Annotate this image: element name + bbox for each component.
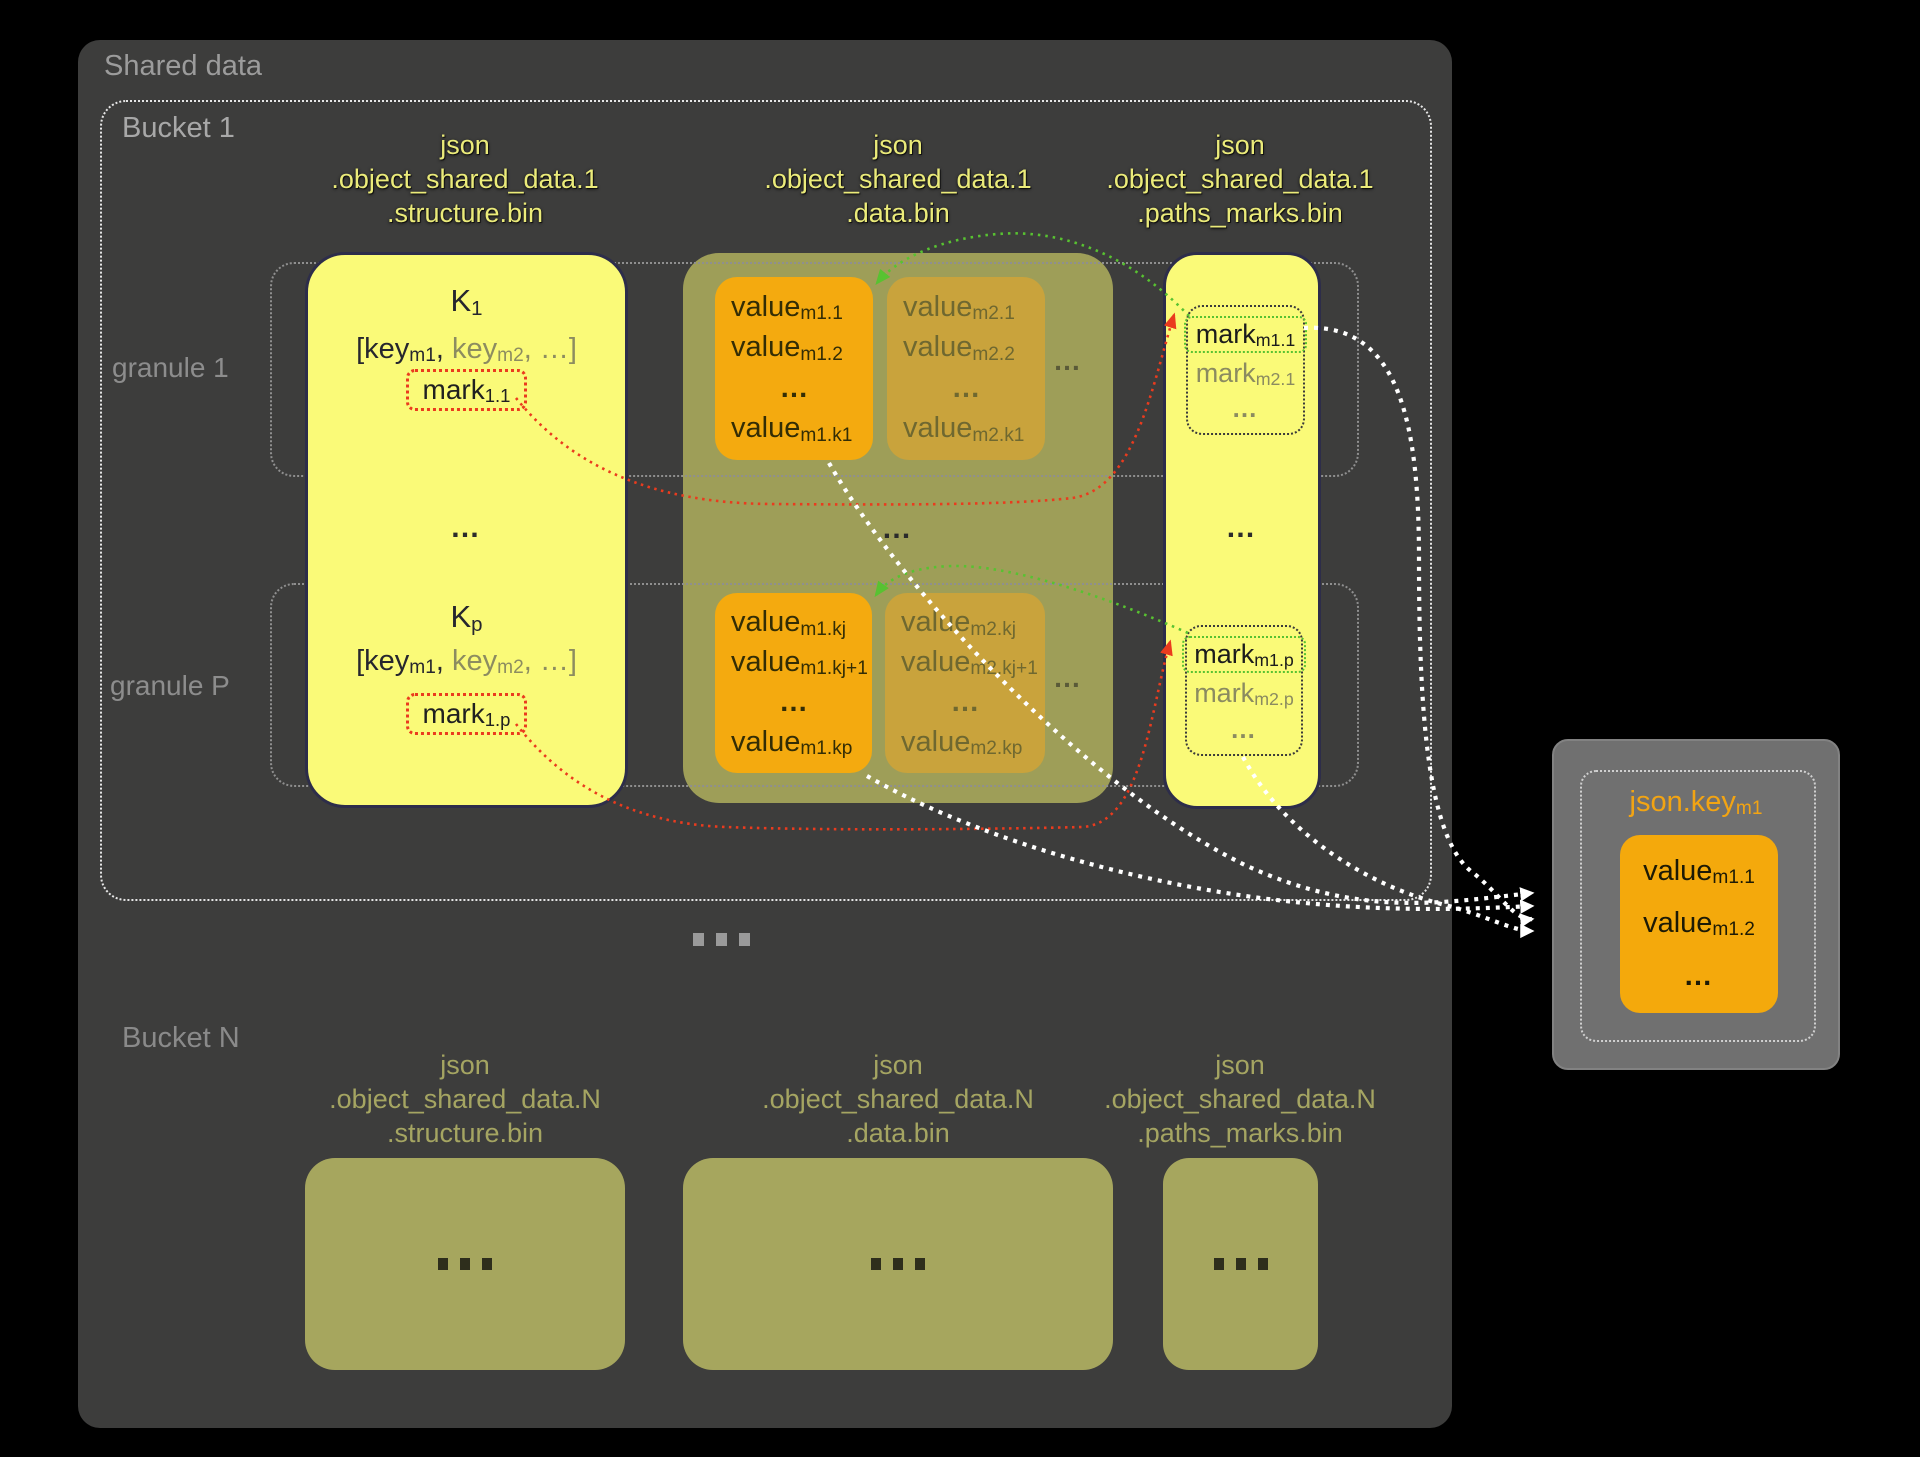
value-line: valuem1.kj+1 — [731, 646, 868, 680]
value-line: valuem1.2 — [1643, 907, 1755, 941]
data-granule1-more-ellipsis: … — [1053, 345, 1083, 376]
header-line: .data.bin — [846, 1118, 950, 1148]
header-line: json — [1215, 1050, 1265, 1080]
header-line: .object_shared_data.N — [762, 1084, 1034, 1114]
key-list-g1: [keym1, keym2, …] — [308, 333, 625, 366]
marks-granule1-group: markm1.1 markm2.1 … — [1183, 305, 1308, 435]
header-line: .paths_marks.bin — [1137, 198, 1343, 228]
structure-ellipsis: … — [450, 511, 483, 544]
value-line: valuem1.kj — [731, 606, 847, 640]
value-line: valuem2.kj — [901, 606, 1017, 640]
header-n-paths-marks-bin: json .object_shared_data.N .paths_marks.… — [1055, 1048, 1425, 1150]
value-ellipsis: … — [779, 371, 811, 404]
result-values-box: valuem1.1 valuem1.2 … — [1620, 835, 1778, 1013]
key-kp: Kp — [308, 599, 625, 635]
dot — [716, 933, 727, 946]
values-m2-granule1-box: valuem2.1 valuem2.2 … valuem2.k1 — [887, 277, 1045, 460]
header-line: json — [873, 130, 923, 160]
header-line: json — [1215, 130, 1265, 160]
value-line: valuem1.1 — [1643, 854, 1755, 889]
value-ellipsis: … — [950, 686, 982, 719]
value-line: valuem1.1 — [731, 290, 843, 325]
bucket-1-label: Bucket 1 — [122, 112, 235, 144]
k-sub: p — [471, 612, 483, 636]
data-bin-ellipsis: … — [881, 512, 915, 545]
mark-m2-1-label: markm2.1 — [1195, 357, 1296, 389]
mark-m2-p-label: markm2.p — [1194, 678, 1294, 710]
k-sub: 1 — [471, 296, 483, 320]
header-line: json — [873, 1050, 923, 1080]
paths-marks-bin-box: markm1.1 markm2.1 … … markm1.p markm2.p … — [1163, 252, 1321, 809]
header-line: json — [440, 1050, 490, 1080]
header-data-bin: json .object_shared_data.1 .data.bin — [663, 128, 1133, 230]
value-line: valuem1.k1 — [731, 412, 853, 446]
result-json-key-box: json.keym1 valuem1.1 valuem1.2 … — [1552, 739, 1840, 1070]
between-buckets-ellipsis-dots — [693, 933, 750, 946]
dot — [739, 933, 750, 946]
value-line: valuem1.2 — [731, 331, 843, 365]
marks-ellipsis: … — [1231, 393, 1260, 424]
bucket-n-label: Bucket N — [122, 1022, 240, 1054]
result-title: json.keym1 — [1629, 786, 1763, 820]
header-n-data-bin: json .object_shared_data.N .data.bin — [663, 1048, 1133, 1150]
value-line: valuem2.k1 — [903, 412, 1025, 446]
header-paths-marks-bin: json .object_shared_data.1 .paths_marks.… — [1055, 128, 1425, 230]
key-m1-part: [keym1, — [356, 333, 452, 367]
bucket-n-data-box — [683, 1158, 1113, 1370]
result-inner-border — [1580, 770, 1816, 1042]
ellipsis-dots — [871, 1258, 925, 1270]
bucket-n-paths-box — [1163, 1158, 1318, 1370]
key-m2-part: keym2, …] — [452, 333, 577, 367]
header-line: json — [440, 130, 490, 160]
header-line: .object_shared_data.1 — [1106, 164, 1374, 194]
header-line: .object_shared_data.1 — [764, 164, 1032, 194]
header-line: .object_shared_data.N — [1104, 1084, 1376, 1114]
mark-1-p-box: mark1.p — [405, 693, 528, 735]
paths-bin-ellipsis: … — [1225, 511, 1259, 544]
value-line: valuem2.kp — [901, 725, 1023, 760]
mark-1-1-row: mark1.1 — [308, 369, 625, 411]
values-m1-granule1-box: valuem1.1 valuem1.2 … valuem1.k1 — [715, 277, 873, 460]
mark-1-1-box: mark1.1 — [405, 369, 528, 411]
header-line: .object_shared_data.1 — [331, 164, 599, 194]
header-line: .object_shared_data.N — [329, 1084, 601, 1114]
structure-bin-box: K1 [keym1, keym2, …] mark1.1 … Kp [keym1… — [305, 252, 628, 808]
dot — [693, 933, 704, 946]
mark-m1-p-box: markm1.p — [1182, 636, 1306, 673]
granule-p-label: granule P — [110, 670, 230, 701]
value-line: valuem1.kp — [731, 725, 853, 760]
value-ellipsis: … — [1683, 959, 1715, 992]
mark-1-p-row: mark1.p — [308, 693, 625, 735]
header-structure-bin: json .object_shared_data.1 .structure.bi… — [280, 128, 650, 230]
k-base: K — [450, 599, 472, 634]
key-m1-part: [keym1, — [356, 645, 452, 679]
header-line: .structure.bin — [386, 1118, 544, 1148]
header-line: .data.bin — [846, 198, 950, 228]
value-ellipsis: … — [951, 371, 983, 404]
values-m1-granulep-box: valuem1.kj valuem1.kj+1 … valuem1.kp — [715, 593, 872, 773]
ellipsis-dots — [438, 1258, 492, 1270]
value-ellipsis: … — [779, 686, 810, 719]
marks-granulep-group: markm1.p markm2.p … — [1182, 625, 1306, 756]
header-line: .paths_marks.bin — [1137, 1118, 1343, 1148]
mark-m1-1-box: markm1.1 — [1183, 315, 1308, 353]
ellipsis-dots — [1213, 1258, 1268, 1270]
header-n-structure-bin: json .object_shared_data.N .structure.bi… — [280, 1048, 650, 1150]
data-granulep-more-ellipsis: … — [1053, 662, 1083, 693]
key-m2-part: keym2, …] — [452, 645, 577, 679]
key-list-gp: [keym1, keym2, …] — [308, 645, 625, 678]
shared-data-label: Shared data — [104, 50, 263, 82]
key-k1: K1 — [308, 283, 625, 319]
granule-1-label: granule 1 — [112, 352, 229, 383]
k-base: K — [450, 283, 472, 318]
values-m2-granulep-box: valuem2.kj valuem2.kj+1 … valuem2.kp — [885, 593, 1045, 773]
value-line: valuem2.1 — [903, 290, 1015, 325]
value-line: valuem2.2 — [903, 331, 1015, 365]
value-line: valuem2.kj+1 — [901, 646, 1038, 680]
marks-ellipsis: … — [1230, 714, 1258, 744]
bucket-n-structure-box — [305, 1158, 625, 1370]
header-line: .structure.bin — [386, 198, 544, 228]
